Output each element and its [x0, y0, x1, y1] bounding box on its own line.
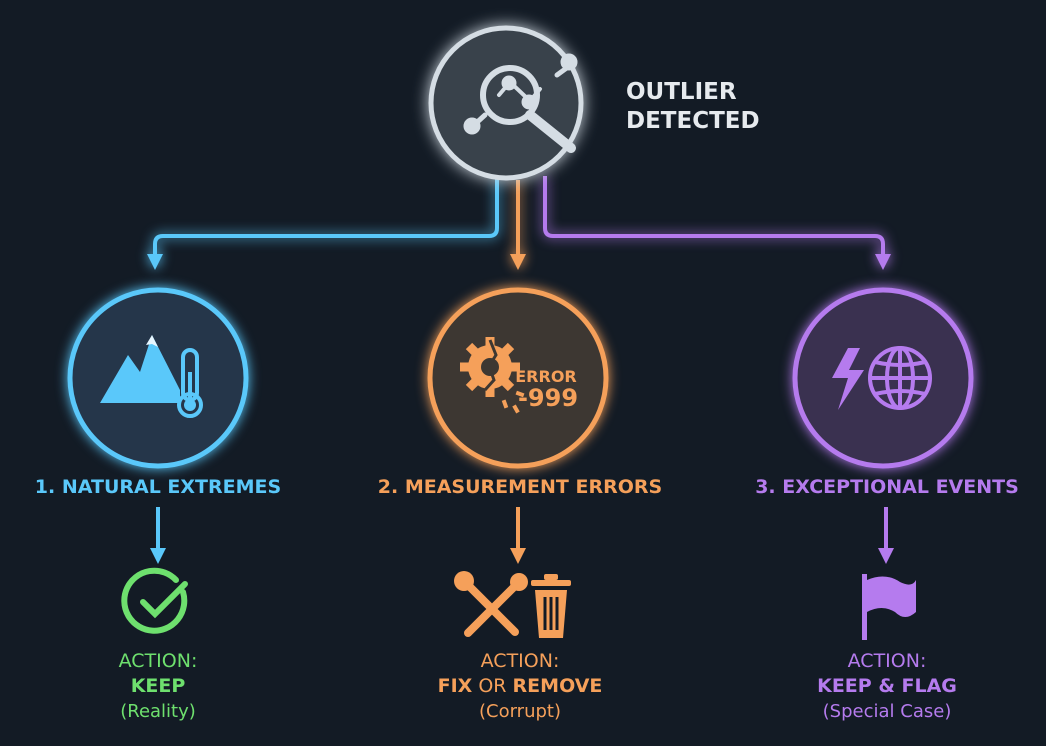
exceptional-events-label: 3. EXCEPTIONAL EVENTS — [755, 476, 1019, 498]
measurement-action: FIX OR REMOVE — [438, 675, 603, 697]
error-code: -999 — [517, 384, 579, 412]
measurement-errors-node — [427, 287, 609, 469]
natural-extremes-label: 1. NATURAL EXTREMES — [34, 476, 282, 498]
natural-action-label: ACTION: — [118, 650, 198, 672]
exceptional-note: (Special Case) — [822, 701, 952, 722]
connector-natural — [147, 178, 499, 270]
check-circle-icon — [121, 567, 188, 634]
wrench-trash-icon — [454, 571, 571, 638]
root-node — [428, 25, 584, 181]
root-title-line2: DETECTED — [626, 108, 760, 134]
lightning-globe-icon — [832, 346, 932, 410]
natural-action: KEEP — [130, 675, 186, 697]
root-title-line1: OUTLIER — [626, 79, 737, 105]
measurement-action-label: ACTION: — [480, 650, 560, 672]
measurement-errors-label: 2. MEASUREMENT ERRORS — [377, 476, 663, 498]
mountain-thermometer-icon — [100, 335, 203, 418]
exceptional-action-label: ACTION: — [847, 650, 927, 672]
action-fix: FIX — [437, 675, 473, 697]
magnifier-chart-icon — [463, 53, 578, 153]
root-title: OUTLIER DETECTED — [626, 78, 760, 136]
action-remove: REMOVE — [512, 675, 603, 697]
flag-icon — [862, 574, 916, 640]
natural-note: (Reality) — [120, 701, 196, 722]
error-text: ERROR — [515, 367, 577, 386]
connector-exceptional — [543, 176, 891, 270]
exceptional-action: KEEP & FLAG — [817, 675, 957, 697]
broken-gear-icon — [460, 337, 525, 414]
action-or: OR — [472, 675, 513, 697]
measurement-note: (Corrupt) — [478, 701, 562, 722]
